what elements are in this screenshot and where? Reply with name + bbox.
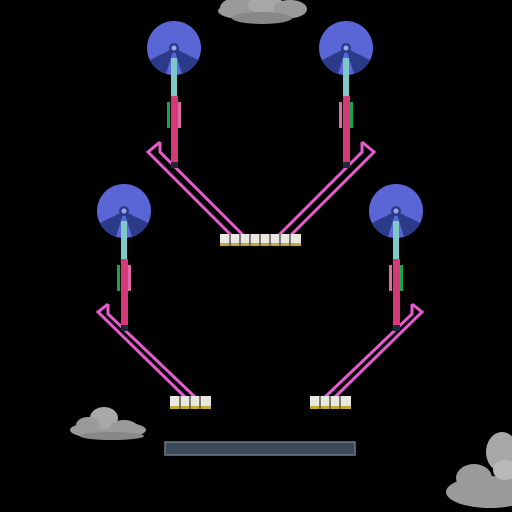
shaft <box>171 58 177 96</box>
arm-band-pink <box>128 265 131 291</box>
arm <box>171 96 178 164</box>
pump-top-left[interactable] <box>147 21 201 168</box>
bucket-row-icon <box>170 396 211 409</box>
cloud-bottom-right <box>446 432 512 508</box>
arm-band-pink <box>339 102 342 128</box>
pump-top-right[interactable] <box>319 21 373 168</box>
cloud-icon <box>446 432 512 508</box>
cloud-bottom-left <box>70 407 146 440</box>
rotor-disc-icon[interactable] <box>319 21 373 75</box>
cloud-icon <box>70 407 146 440</box>
arm <box>343 96 350 164</box>
bucket-row-right <box>310 396 351 409</box>
platform <box>164 441 356 456</box>
chute-mid-right <box>322 302 425 400</box>
rotor-disc-icon[interactable] <box>147 21 201 75</box>
chute-top-right <box>276 140 377 242</box>
arm-band-pink <box>178 102 181 128</box>
arm-band-green <box>167 102 170 128</box>
arm-foot <box>121 325 128 331</box>
arm-band-green <box>117 265 120 291</box>
bucket-row-icon <box>310 396 351 409</box>
bucket-row-left <box>170 396 211 409</box>
arm <box>393 259 400 327</box>
arm-foot <box>393 325 400 331</box>
cloud-icon <box>218 0 307 24</box>
pump-mid-left[interactable] <box>97 184 151 331</box>
shaft <box>343 58 349 96</box>
arm-band-green <box>400 265 403 291</box>
cloud-top <box>218 0 307 24</box>
bucket-row-icon <box>220 234 301 246</box>
arm-band-green <box>350 102 353 128</box>
arm-foot <box>171 162 178 168</box>
arm <box>121 259 128 327</box>
bucket-row-top <box>220 234 301 246</box>
rotor-disc-icon[interactable] <box>97 184 151 238</box>
shaft <box>393 221 399 259</box>
shaft <box>121 221 127 259</box>
chute-mid-left <box>95 302 198 400</box>
arm-foot <box>343 162 350 168</box>
chute-top-left <box>145 140 246 242</box>
rotor-disc-icon[interactable] <box>369 184 423 238</box>
pump-mid-right[interactable] <box>369 184 423 331</box>
arm-band-pink <box>389 265 392 291</box>
